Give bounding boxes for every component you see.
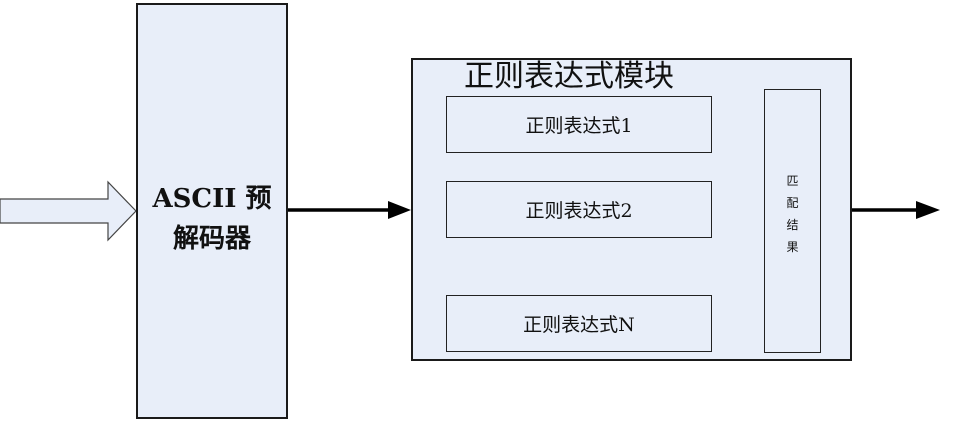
input-arrow [0, 180, 137, 242]
ascii-predecoder-label: ASCII 预 解码器 [152, 184, 272, 254]
match-result-block: 匹 配 结 果 [764, 89, 821, 353]
ascii-predecoder-block: ASCII 预 解码器 [136, 3, 288, 419]
regex-module-title: 正则表达式模块 [464, 59, 674, 94]
output-arrowhead [916, 201, 940, 219]
match-result-label: 匹 配 结 果 [786, 174, 799, 254]
regex-box-n: 正则表达式N [446, 295, 712, 352]
regex-box-2: 正则表达式2 [446, 181, 712, 238]
decoder-to-module-arrowhead [388, 201, 411, 219]
regex-box-1: 正则表达式1 [446, 96, 712, 153]
